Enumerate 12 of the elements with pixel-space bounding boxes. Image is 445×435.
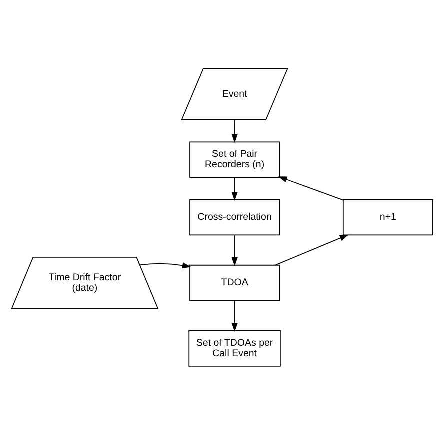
node-box: Cross-correlation <box>190 199 280 236</box>
arrow <box>274 234 349 266</box>
arrow <box>140 262 192 269</box>
node-box: Set of TDOAs per Call Event <box>188 330 281 367</box>
arrow <box>232 300 238 332</box>
arrow <box>232 120 238 144</box>
arrow <box>278 176 344 201</box>
node-box: n+1 <box>342 199 434 236</box>
node-box: TDOA <box>190 264 280 302</box>
arrow <box>232 177 238 201</box>
arrow <box>232 235 238 266</box>
node-box: Set of Pair Recorders (n) <box>190 142 280 178</box>
